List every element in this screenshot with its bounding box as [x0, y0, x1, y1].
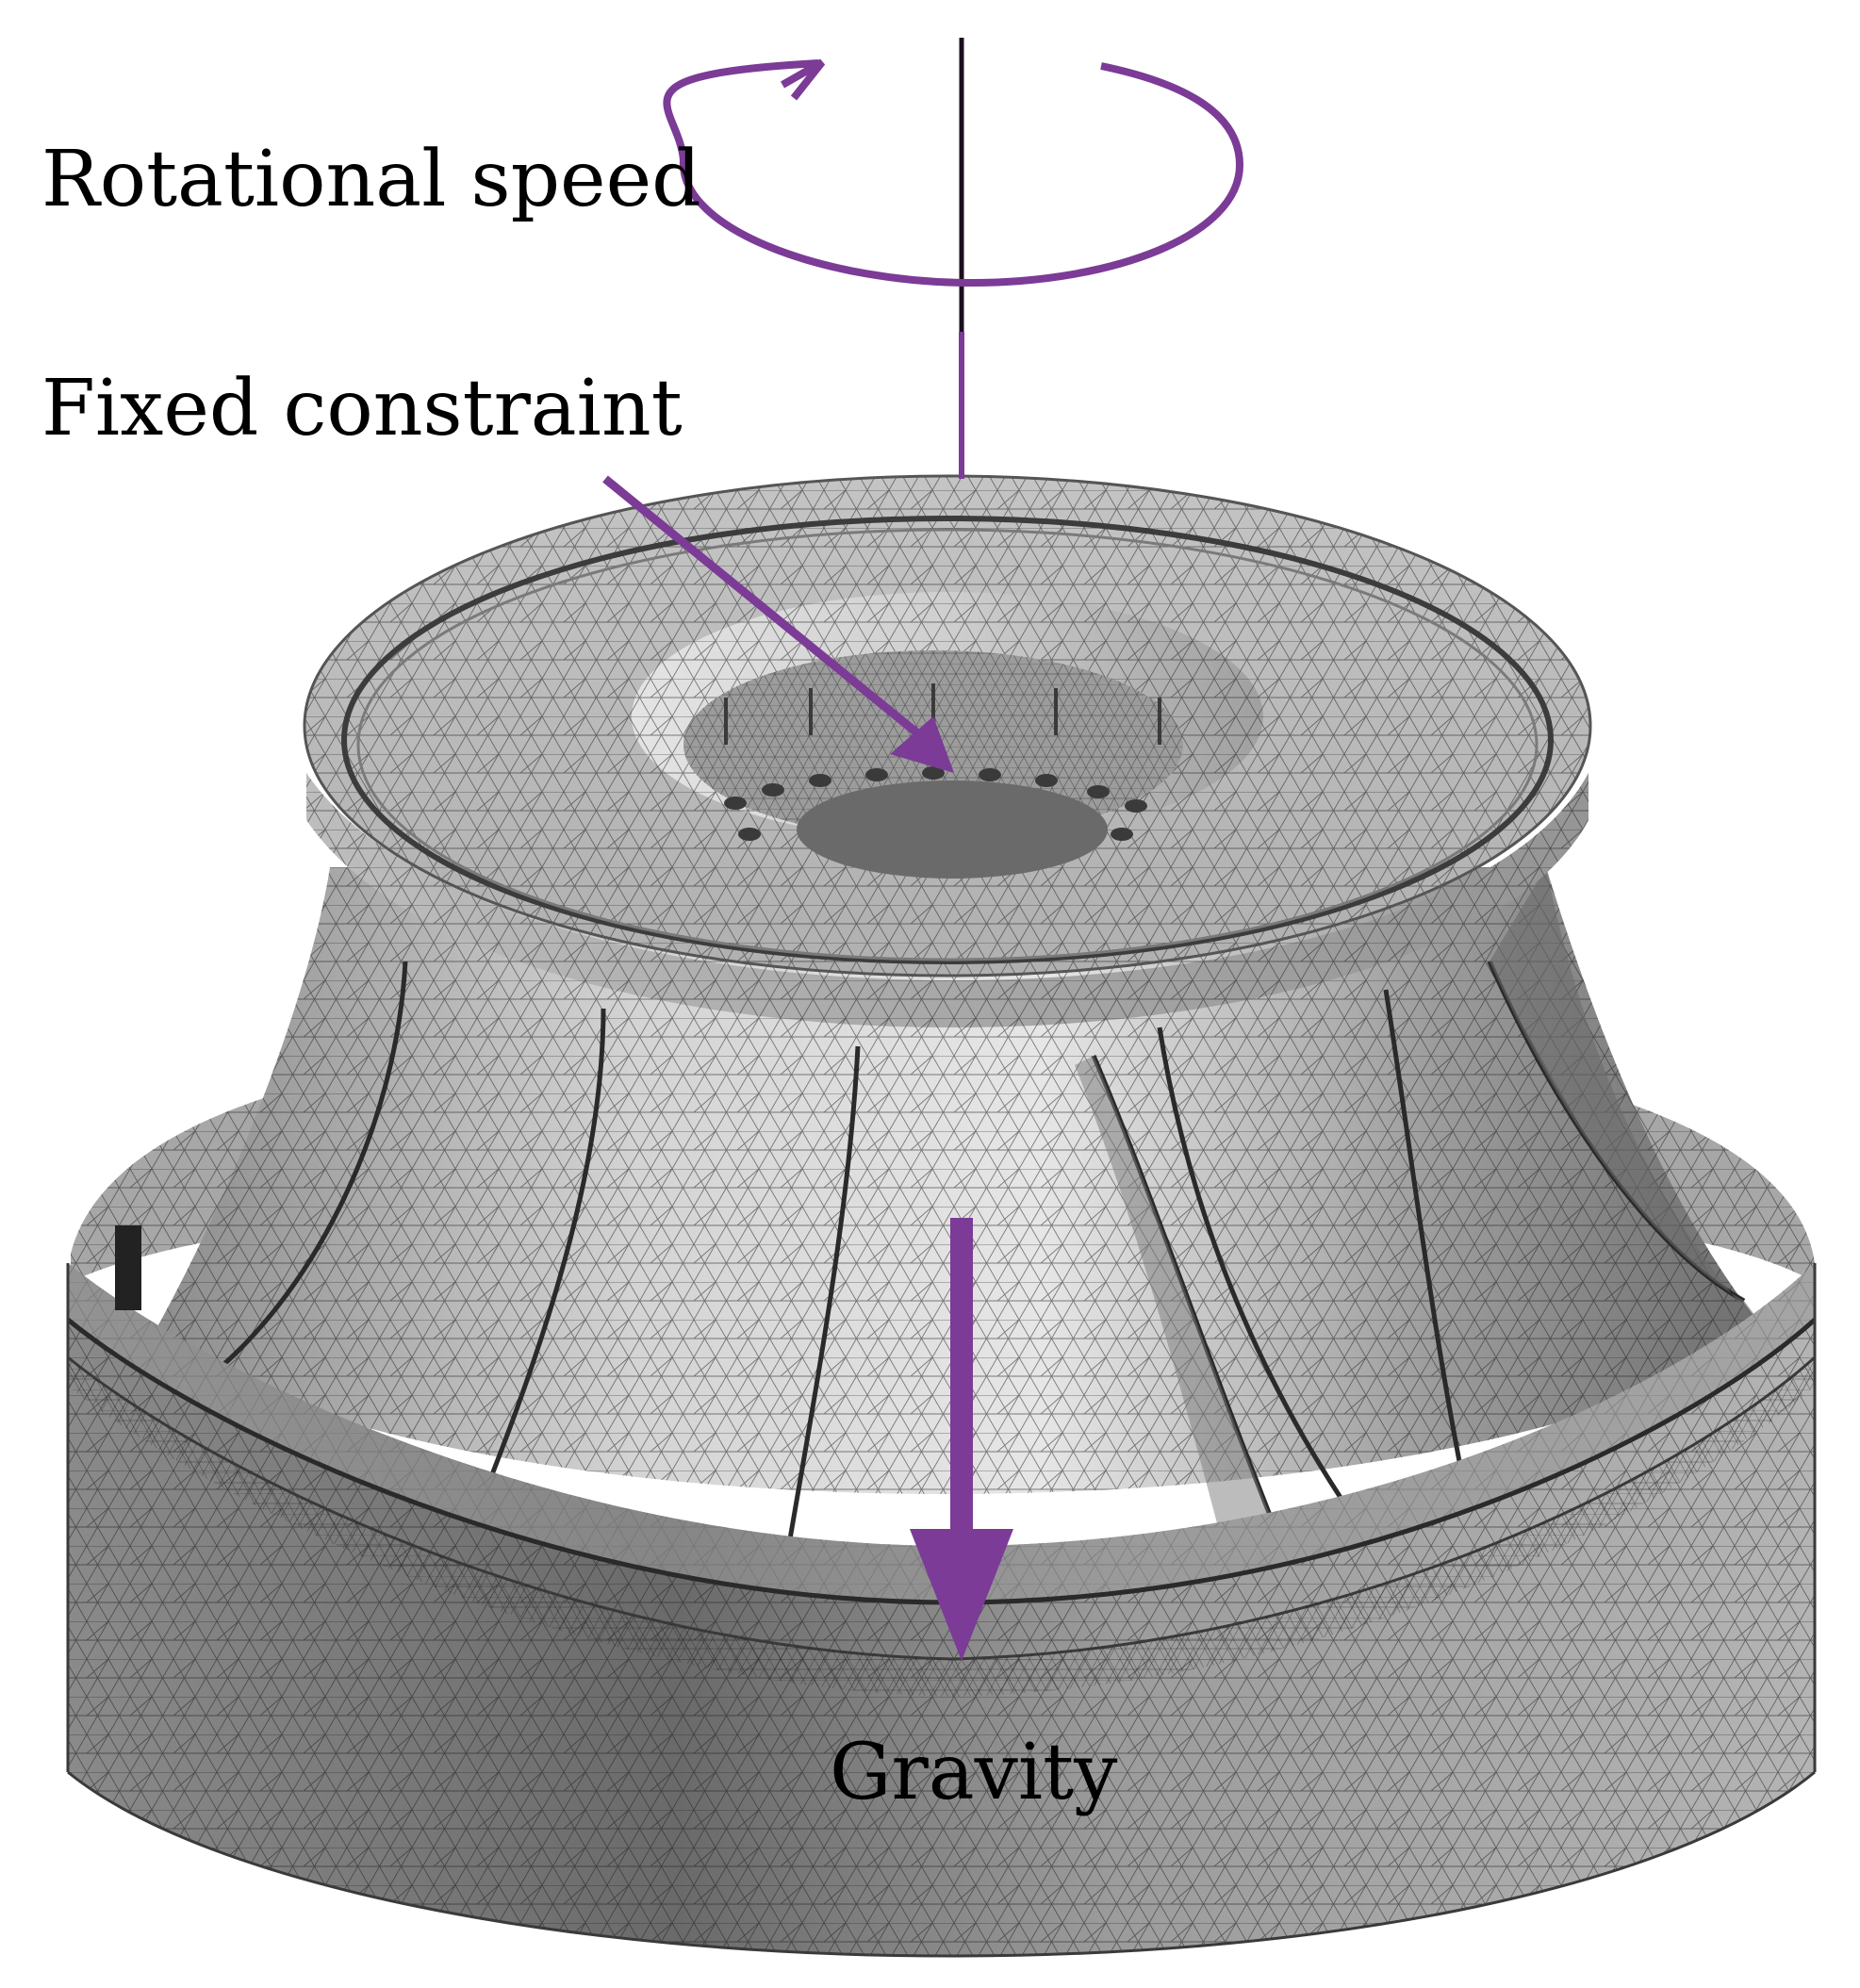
- turbine-runner: [66, 474, 1817, 1958]
- rotational-speed-label: Rotational speed: [41, 135, 701, 224]
- rotation-arrow-icon: [663, 58, 1244, 288]
- fixed-constraint-label: Fixed constraint: [41, 364, 683, 453]
- bolt-holes: [724, 766, 1147, 841]
- gravity-arrow-icon: [910, 1218, 1013, 1661]
- crown-groove: [341, 516, 1554, 964]
- band-slot: [115, 1225, 141, 1310]
- hub-bore: [797, 780, 1108, 879]
- constraint-arrow-icon: [602, 475, 954, 773]
- gravity-label: Gravity: [830, 1728, 1118, 1817]
